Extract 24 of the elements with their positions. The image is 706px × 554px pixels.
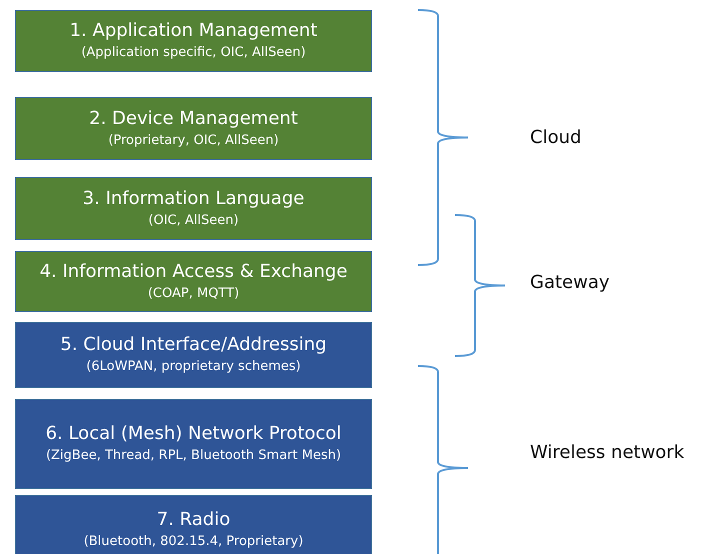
layer-box <box>15 251 372 312</box>
layer-title: 1. Application Management <box>70 19 318 43</box>
layer-box <box>15 10 372 72</box>
layer-title: 4. Information Access & Exchange <box>40 260 348 284</box>
layer-examples: (6LoWPAN, proprietary schemes) <box>86 358 301 376</box>
layer-box <box>15 495 372 554</box>
layer-examples: (Application specific, OIC, AllSeen) <box>81 44 306 62</box>
layer-title: 3. Information Language <box>82 186 304 210</box>
bracket-label: Gateway <box>530 272 610 293</box>
layer-box <box>15 322 372 388</box>
bracket-label: Cloud <box>530 127 582 148</box>
layer-examples: (ZigBee, Thread, RPL, Bluetooth Smart Mesh) <box>46 447 342 465</box>
layer-title: 5. Cloud Interface/Addressing <box>60 333 327 357</box>
layer-box <box>15 177 372 240</box>
bracket-label: Wireless network <box>530 442 684 463</box>
layer-title: 7. Radio <box>156 508 230 532</box>
layer-examples: (Proprietary, OIC, AllSeen) <box>108 132 279 150</box>
layer-box <box>15 399 372 489</box>
layer-box <box>15 97 372 160</box>
layer-title: 2. Device Management <box>89 106 298 130</box>
layer-examples: (Bluetooth, 802.15.4, Proprietary) <box>84 533 304 551</box>
layer-title: 6. Local (Mesh) Network Protocol <box>46 422 342 446</box>
layer-examples: (COAP, MQTT) <box>148 284 240 302</box>
layer-examples: (OIC, AllSeen) <box>148 212 239 230</box>
